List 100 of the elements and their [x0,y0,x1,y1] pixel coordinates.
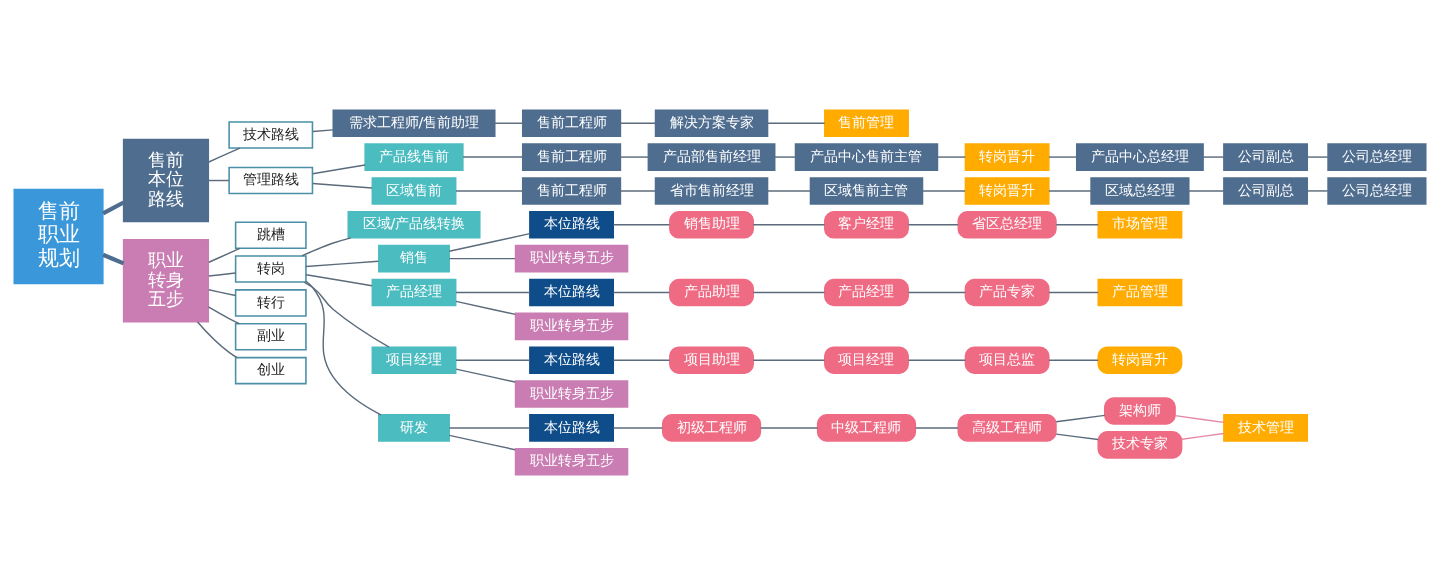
connector [936,156,967,158]
connector [752,359,826,361]
connector [907,224,959,226]
connector [774,156,797,158]
node-box: 市场管理 [1097,211,1183,239]
connector [907,291,967,294]
node-box: 初级工程师 [661,414,762,442]
node-box: 转岗晋升 [1097,346,1183,374]
connector [208,289,237,297]
connector [612,224,671,226]
connector [448,434,516,451]
connector [619,190,656,192]
node-box: 销售 [378,244,450,273]
node-box: 创业 [234,356,307,385]
connector [1055,414,1106,423]
connector [462,156,524,158]
connector [1048,190,1092,192]
node-box: 高级工程师 [957,414,1057,442]
node-box: 省市售前经理 [654,177,769,205]
node-box: 职业转身五步 [122,239,210,323]
node-box: 售前工程师 [521,143,622,171]
node-box: 转岗晋升 [964,143,1050,171]
node-box: 技术路线 [228,121,314,149]
connector [612,359,671,361]
connector [455,300,516,316]
connector [922,190,966,192]
connector [1048,291,1099,294]
connector [1306,190,1329,192]
node-box: 公司总经理 [1327,143,1427,171]
node-box: 管理路线 [228,166,314,195]
connector [208,179,230,182]
node-box: 转岗晋升 [964,177,1050,205]
connector [312,129,334,133]
connector [1306,156,1329,158]
node-box: 售前职业规划 [13,188,104,285]
connector [1055,433,1099,441]
connector [448,257,516,260]
connector [301,237,352,257]
node-box: 技术专家 [1097,431,1183,459]
node-box: 转行 [234,289,307,317]
node-box: 产品部售前经理 [647,143,776,171]
node-box: 区域售前主管 [809,177,924,205]
node-box: 解决方案专家 [654,109,769,138]
connector [752,291,826,294]
connector [1202,156,1225,158]
node-box: 产品中心总经理 [1076,143,1204,171]
connector [207,306,240,325]
connector [455,190,524,192]
node-box: 本位路线 [529,211,614,239]
node-box: 项目经理 [371,346,457,374]
node-box: 本位路线 [529,346,614,374]
connector [448,232,531,252]
node-box: 产品专家 [964,278,1050,307]
connector [907,359,967,361]
node-box: 客户经理 [824,211,909,239]
connector [612,427,663,429]
connector [455,359,531,361]
connector [305,280,382,416]
node-box: 区域/产品线转换 [347,211,481,239]
node-box: 中级工程师 [816,414,917,442]
node-box: 职业转身五步 [514,244,629,273]
node-box: 区域售前 [371,177,457,205]
connector [102,252,125,266]
connector [455,291,531,294]
connector [208,272,237,277]
node-box: 跳槽 [234,221,307,249]
connector [1174,414,1225,424]
connector [448,427,531,429]
connector [1048,156,1078,158]
node-box: 产品助理 [669,278,754,307]
connector [759,427,819,429]
connector [312,164,366,175]
connector [1048,359,1099,361]
node-box: 职业转身五步 [514,380,629,408]
connector [1055,224,1099,226]
connector [494,122,524,124]
connector [305,260,380,268]
connector [305,274,373,287]
node-box: 产品经理 [824,278,909,307]
node-box: 销售助理 [669,211,754,239]
connector [767,122,826,124]
node-box: 产品管理 [1097,278,1183,307]
connector [208,147,241,163]
node-box: 需求工程师/售前助理 [332,109,496,138]
node-box: 售前工程师 [521,109,622,138]
node-box: 公司总经理 [1327,177,1427,205]
connector [455,368,516,383]
node-box: 职业转身五步 [514,312,629,341]
connector [196,321,238,359]
node-box: 项目总监 [964,346,1050,374]
node-box: 本位路线 [529,414,614,442]
node-box: 架构师 [1104,397,1176,425]
node-box: 公司副总 [1223,143,1308,171]
connector [767,190,811,192]
connector [1181,432,1225,440]
node-box: 售前本位路线 [122,138,210,223]
connector [102,200,125,216]
node-box: 售前工程师 [521,177,622,205]
node-box: 职业转身五步 [514,447,629,476]
node-box: 产品经理 [371,278,457,307]
